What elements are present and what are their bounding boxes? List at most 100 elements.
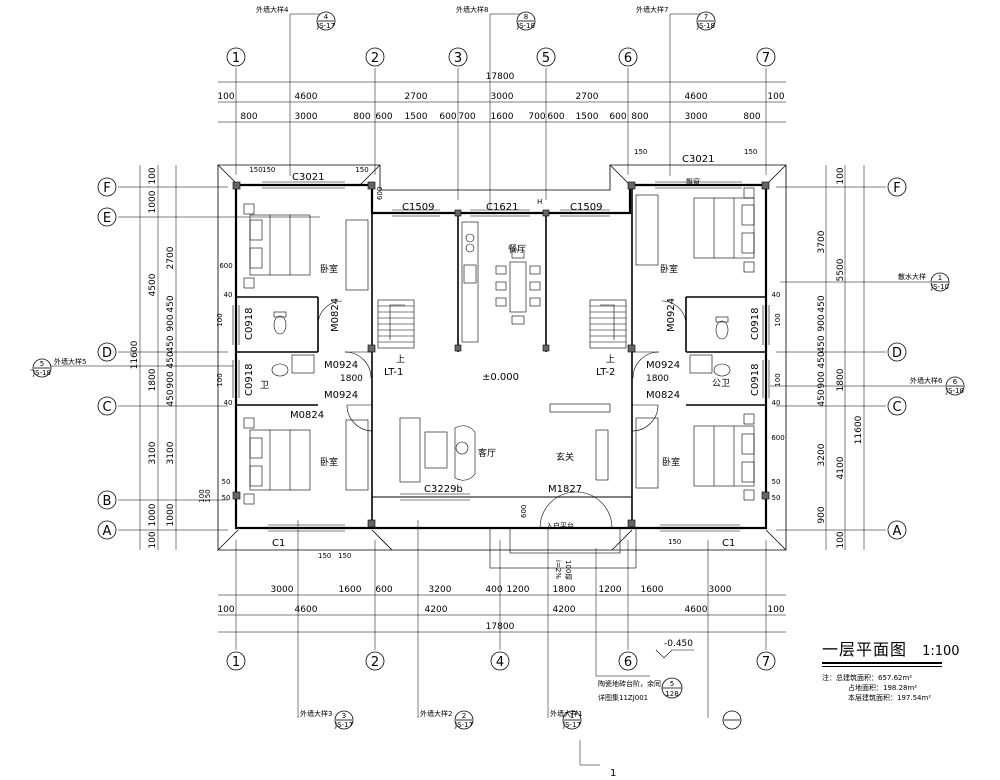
window-labels: C3021 C3021 C1509 C1621 C1509 C0918 C091… [244, 154, 761, 549]
room-labels: 卧室 卧室 卧室 卧室 卫 公卫 餐厅 客厅 玄关 入户平台 ±0.000 -0… [260, 243, 730, 649]
top-dimension-lines [139, 81, 865, 633]
dim-small: 150 [634, 148, 647, 156]
dim: 600 [375, 585, 392, 595]
dim-small: H [537, 198, 542, 206]
detail-callouts: 外墙大样4 4 JS-17 外墙大样8 8 JS-18 外墙大样7 7 JS-1… [32, 5, 964, 779]
dim: 900 [166, 371, 176, 388]
title-underline [822, 662, 942, 664]
window-label: C3021 [292, 172, 324, 183]
dim: 3000 [271, 585, 294, 595]
grid-label-left: A [103, 524, 112, 539]
dim: 5500 [836, 258, 846, 281]
dim-small: 100 [198, 489, 206, 502]
dim: 1800 [553, 585, 576, 595]
dim: 100 [217, 92, 234, 102]
callout-num: 6 [953, 378, 958, 386]
columns [232, 181, 770, 528]
window-label: C3229b [424, 484, 463, 495]
window-label: C1 [272, 538, 285, 549]
floor-level: ±0.000 [482, 372, 519, 383]
grid-label-top: 2 [371, 51, 379, 66]
detail-ref-std: 详图集11ZJ001 [598, 693, 648, 702]
dim: 600 [547, 112, 564, 122]
grid-label-bottom: 2 [371, 655, 379, 670]
grid-label-left: F [103, 181, 110, 196]
dim-small: 40 [772, 291, 781, 299]
dim: 1800 [836, 368, 846, 391]
door-labels: M0824 M0924 M0924 M0824 M0924 M0924 M082… [290, 298, 680, 495]
callout-text: 外墙大样6 [910, 376, 943, 385]
dim-small: 40 [224, 291, 233, 299]
dim: 4200 [425, 605, 448, 615]
stair-up-label: 上 [606, 354, 615, 365]
bay-window-label: 飘窗 [686, 177, 700, 186]
dim-small: 150 [744, 148, 757, 156]
dim: 1200 [507, 585, 530, 595]
dim: 3100 [148, 441, 158, 464]
dim-small: 150 [355, 166, 368, 174]
dim: 1500 [576, 112, 599, 122]
room-label: 玄关 [556, 451, 574, 463]
dim: 600 [439, 112, 456, 122]
dim: 11600 [854, 415, 864, 444]
stair-label: LT-1 [384, 367, 403, 378]
slab-label: 100厚 [564, 560, 572, 580]
dim: 4600 [295, 605, 318, 615]
dim-total-top: 17800 [486, 72, 515, 82]
callout-ref: JS-17 [334, 721, 353, 729]
dim: 900 [817, 314, 827, 331]
room-label: 卧室 [662, 456, 680, 468]
callout-ref: JS-18 [32, 369, 51, 377]
dim: 450 [817, 351, 827, 368]
dim: 4100 [836, 456, 846, 479]
dim: 1600 [491, 112, 514, 122]
dim: 100 [836, 167, 846, 184]
dim: 1600 [339, 585, 362, 595]
door-label: M0924 [324, 390, 358, 401]
room-label: 卧室 [320, 263, 338, 275]
door-label: M0824 [646, 390, 680, 401]
door-label: M0824 [330, 298, 341, 332]
grid-row-labels: F E D C B A F D C A [102, 181, 902, 539]
callout-ref: JS-18 [516, 22, 535, 30]
interior-walls [236, 185, 766, 528]
window-label: C1509 [570, 202, 602, 213]
grid-label-top: 5 [542, 51, 550, 66]
window-label: C3021 [682, 154, 714, 165]
grid-label-top: 7 [762, 51, 770, 66]
callout-text: 散水大样 [898, 272, 926, 281]
room-label: 客厅 [478, 447, 496, 459]
dim: 2700 [576, 92, 599, 102]
detail-ref-text: 陶瓷地砖台阶，余同 [598, 679, 661, 688]
slope-label: i=2% [554, 560, 562, 579]
outer-level: -0.450 [664, 639, 693, 649]
dim-small: 150 [318, 552, 331, 560]
grid-label-right: D [892, 346, 902, 361]
plan-title: 一层平面图 [822, 640, 908, 659]
dim-small: 150 [249, 166, 262, 174]
dim-small: 150 [338, 552, 351, 560]
dim: 100 [148, 167, 158, 184]
dim: 3000 [709, 585, 732, 595]
room-label: 公卫 [712, 378, 730, 389]
callout-num: 8 [524, 13, 528, 21]
callout-text: 外墙大样4 [256, 5, 289, 14]
stair-up-label: 上 [396, 354, 405, 365]
dim: 11600 [130, 340, 140, 369]
dim-total-bottom: 17800 [486, 622, 515, 632]
room-label: 入户平台 [546, 521, 574, 530]
grid-bottom-labels: 1 2 4 6 7 [232, 655, 770, 670]
dim: 1000 [148, 190, 158, 213]
grid-label-left: D [102, 346, 112, 361]
dim: 100 [767, 605, 784, 615]
dim-small: 40 [224, 399, 233, 407]
callout-text: 外墙大样7 [636, 5, 668, 14]
callout-text: 外墙大样8 [456, 5, 488, 14]
area-note: 本层建筑面积：197.54m² [848, 694, 932, 702]
grid-label-top: 3 [454, 51, 462, 66]
dim: 1000 [166, 503, 176, 526]
dim: 3200 [817, 443, 827, 466]
room-label: 卧室 [320, 456, 338, 468]
detail-ref-page: 128 [665, 690, 678, 698]
callout-ref: JS-17 [562, 721, 581, 729]
